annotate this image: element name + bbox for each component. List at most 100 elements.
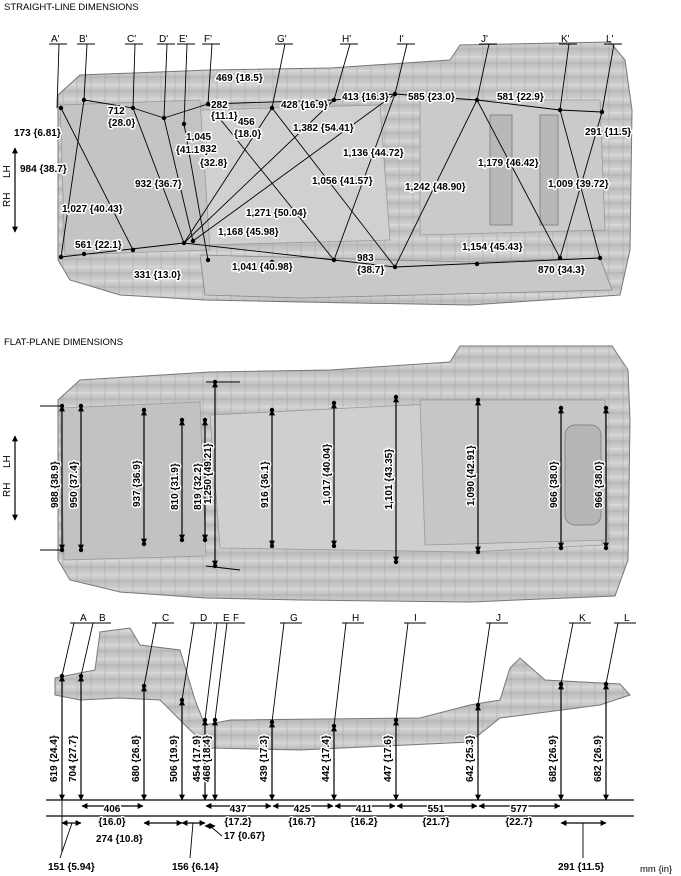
straight-dimension-line [333,93,396,101]
measure-point [179,537,185,543]
straight-dimension-label: 983 [357,253,374,264]
straight-point-label: A' [51,34,60,45]
straight-dimension-label: {18.0} [234,129,261,140]
straight-dimension-label: 413 {16.3} [342,92,389,103]
height-label: 439 {17.3} [259,735,270,782]
measure-point [475,397,481,403]
measure-point [190,238,196,244]
straight-dimension-label: {28.0} [108,118,135,129]
height-label: 682 {26.9} [548,735,559,782]
point-leader [163,43,168,119]
straight-dimension-line [163,117,194,242]
side-point-leader [477,622,491,706]
straight-dimension-label: 331 {13.0} [134,270,181,281]
straight-dimension-label: 1,027 {40.43} [62,204,123,215]
height-label: 447 {17.6} [383,735,394,782]
point-leader [207,43,213,105]
measure-point [474,97,480,103]
straight-dimension-line [271,107,396,268]
dimension-lines [40,43,636,859]
point-leader [333,43,351,101]
height-label: 680 {26.8} [131,735,142,782]
straight-dimension-line [333,259,396,268]
straight-dimension-label: 1,009 {39.72} [548,179,609,190]
straight-dimension-label: 1,056 {41.57} [312,176,373,187]
lh-label: LH [2,165,13,178]
measure-point [393,717,399,723]
side-point-leader [80,622,94,677]
measure-point [78,403,84,409]
straight-point-label: G' [277,34,287,45]
side-point-label: J [496,613,501,624]
measure-point [475,549,481,555]
straight-dimension-label: 932 {36.7} [135,179,182,190]
side-point-leader [605,622,619,685]
segment-label: 411 [356,804,373,815]
straight-point-label: D' [159,34,168,45]
segment-label: 151 {5.94} [48,862,95,873]
callout-leader [59,822,73,859]
side-point-leader [214,622,228,721]
straight-dimension-label: 712 [108,106,125,117]
flat-dimension-label: 966 {38.0} [549,461,560,508]
measure-point [597,255,603,261]
straight-dimension-line [83,99,134,109]
measure-point [181,121,187,127]
measure-point [141,683,147,689]
side-point-label: K [579,613,586,624]
straight-dimension-label: 1,382 {54.41} [293,123,354,134]
segment-label: {22.7} [505,817,532,828]
flat-dimension-label: 1,017 {40.04} [322,444,333,505]
straight-point-label: C' [127,34,136,45]
segment-label: 291 {11.5} [558,862,604,873]
measure-point [141,541,147,547]
measure-point [78,547,84,553]
orientation-marker-top: LH RH [2,147,18,233]
straight-dimension-line [60,242,185,258]
straight-point-label: L' [606,34,614,45]
measure-point [130,247,136,253]
measure-point [212,379,218,385]
straight-dimension-line [163,103,209,119]
straight-dimension-line [183,123,209,261]
straight-dimension-label: 984 {38.7} [20,164,67,175]
measure-point [557,107,563,113]
straight-dimension-line [476,99,561,111]
point-leader [271,43,286,109]
segment-label: 17 {0.67} [224,831,265,842]
flat-dimension-label: 1,090 {42.91} [466,445,477,506]
flat-dimension-label: 950 {37.4} [69,461,80,508]
measure-point [269,105,275,111]
measure-point [392,264,398,270]
side-point-label: I [414,613,417,624]
straight-dimension-line [183,242,335,261]
straight-dimension-line [60,99,85,258]
straight-dimension-label: 832 [200,144,217,155]
segment-label: {16.2} [350,817,377,828]
orientation-marker-flat: LH RH [2,435,18,521]
measure-point [205,101,211,107]
measure-point [558,405,564,411]
side-point-leader [333,622,347,727]
measure-point [599,109,605,115]
straight-dimension-label: 1,168 {45.98} [218,227,279,238]
straight-dimension-line [207,103,335,261]
height-label: 619 {24.4} [49,735,60,782]
straight-dimension-label: 456 [238,117,255,128]
side-point-leader [395,622,409,721]
measure-point [179,417,185,423]
segment-label: {17.2} [224,817,251,828]
straight-point-label: B' [79,34,88,45]
segment-label: 274 {10.8} [96,834,143,845]
segment-label: {16.7} [288,817,315,828]
straight-dimension-line [559,109,603,113]
measure-point [331,400,337,406]
measure-point [269,259,275,265]
flat-dimension-label: 810 {31.9} [170,463,181,510]
measure-point [130,105,136,111]
point-leader [56,43,60,109]
measure-point [475,702,481,708]
straight-dimension-label: 173 {6.81} [14,128,61,139]
segment-label: 425 [294,804,311,815]
